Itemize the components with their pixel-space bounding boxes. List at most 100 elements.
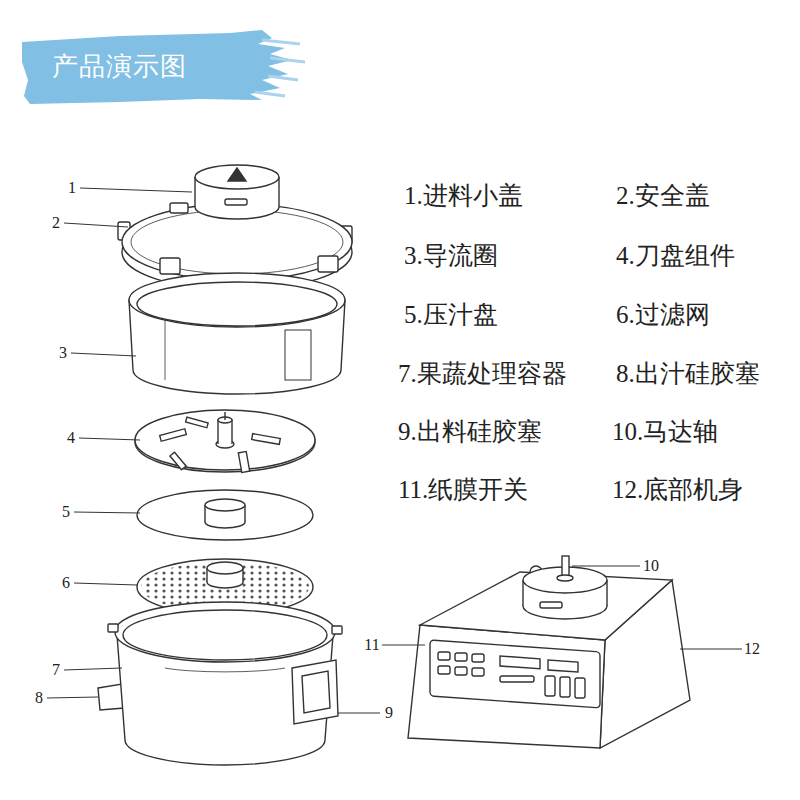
title-banner [22, 30, 305, 104]
leader-lines [572, 566, 640, 567]
leader-lines [80, 188, 192, 192]
callout-number: 10 [643, 557, 659, 575]
blade-disc [224, 412, 225, 420]
base-unit [548, 660, 578, 672]
base-unit [500, 656, 540, 669]
press-disc [244, 505, 245, 522]
part-name: 6.过滤网 [616, 301, 710, 329]
processing-container [302, 671, 330, 713]
title-banner [255, 40, 305, 96]
part-name: 3.导流圈 [404, 242, 498, 270]
base-unit [430, 640, 600, 708]
safety-lid [160, 258, 180, 274]
processing-container [332, 626, 342, 634]
base-unit [500, 676, 534, 682]
callout-number: 8 [35, 689, 43, 707]
leader-lines [382, 645, 425, 646]
blade-disc [238, 451, 249, 472]
part-name: 2.安全盖 [616, 182, 710, 210]
safety-lid [318, 256, 338, 272]
processing-container [123, 610, 327, 660]
base-unit [540, 602, 562, 608]
safety-lid [170, 203, 188, 213]
part-name: 11.纸膜开关 [398, 476, 528, 504]
feed-cap [225, 199, 247, 205]
exploded-parts [98, 165, 690, 765]
part-name: 10.马达轴 [612, 418, 718, 446]
base-unit [560, 677, 570, 697]
feed-cap [228, 168, 246, 181]
processing-container [98, 684, 124, 710]
callout-number: 1 [68, 179, 76, 197]
base-unit [408, 625, 605, 748]
base-unit [606, 580, 607, 606]
blade-disc [186, 417, 209, 428]
press-disc [137, 490, 313, 540]
blade-disc [170, 452, 186, 470]
part-name: 7.果蔬处理容器 [398, 360, 567, 388]
callout-number: 12 [744, 640, 760, 658]
feed-cap [195, 165, 279, 219]
press-disc [137, 490, 313, 540]
feed-cap [278, 177, 279, 207]
blade-disc [252, 434, 281, 445]
callout-number: 6 [62, 574, 70, 592]
guide-ring [137, 282, 337, 326]
callout-number: 9 [385, 704, 393, 722]
part-name: 12.底部机身 [612, 476, 743, 504]
leader-lines [47, 697, 98, 698]
callout-number: 2 [52, 214, 60, 232]
leader-lines [680, 649, 742, 650]
guide-ring [165, 320, 166, 380]
processing-container [115, 602, 335, 662]
leader-lines [64, 223, 128, 227]
leader-lines [74, 583, 137, 585]
callout-number: 11 [364, 636, 379, 654]
callout-number: 4 [67, 429, 75, 447]
part-name: 9.出料硅胶塞 [398, 418, 542, 446]
callout-number: 7 [52, 661, 60, 679]
guide-ring [129, 273, 345, 394]
guide-ring [285, 330, 311, 380]
part-name: 1.进料小盖 [404, 182, 523, 210]
leader-lines [74, 512, 140, 513]
base-unit [575, 678, 585, 698]
guide-ring [129, 273, 345, 327]
processing-container [108, 624, 118, 632]
base-unit [438, 666, 450, 674]
blade-disc [135, 410, 315, 470]
press-disc [204, 505, 205, 522]
press-disc [205, 499, 245, 511]
leader-lines [64, 668, 122, 670]
base-unit [408, 556, 690, 748]
base-unit [472, 668, 484, 676]
base-unit [455, 667, 467, 675]
base-unit [438, 652, 450, 660]
callout-number: 5 [62, 503, 70, 521]
base-unit [557, 575, 573, 581]
part-name: 4.刀盘组件 [616, 242, 735, 270]
base-unit [545, 676, 555, 696]
base-unit [472, 654, 484, 662]
callout-number: 3 [59, 344, 67, 362]
feed-cap [194, 177, 195, 207]
part-name: 8.出汁硅胶塞 [616, 360, 760, 388]
leader-lines [79, 438, 140, 440]
processing-container [292, 660, 338, 724]
feed-cap [195, 165, 279, 189]
leader-lines [338, 713, 380, 714]
blade-disc [135, 410, 315, 473]
blade-disc [160, 429, 187, 442]
base-unit [455, 653, 467, 661]
part-name: 5.压汁盘 [404, 301, 498, 329]
filter-mesh [207, 562, 243, 574]
leader-lines [71, 353, 136, 356]
processing-container [98, 602, 342, 765]
processing-container [165, 668, 285, 672]
title-banner [22, 30, 292, 104]
banner-title: 产品演示图 [52, 52, 187, 81]
leader-lines [47, 188, 742, 713]
base-unit [522, 580, 523, 606]
